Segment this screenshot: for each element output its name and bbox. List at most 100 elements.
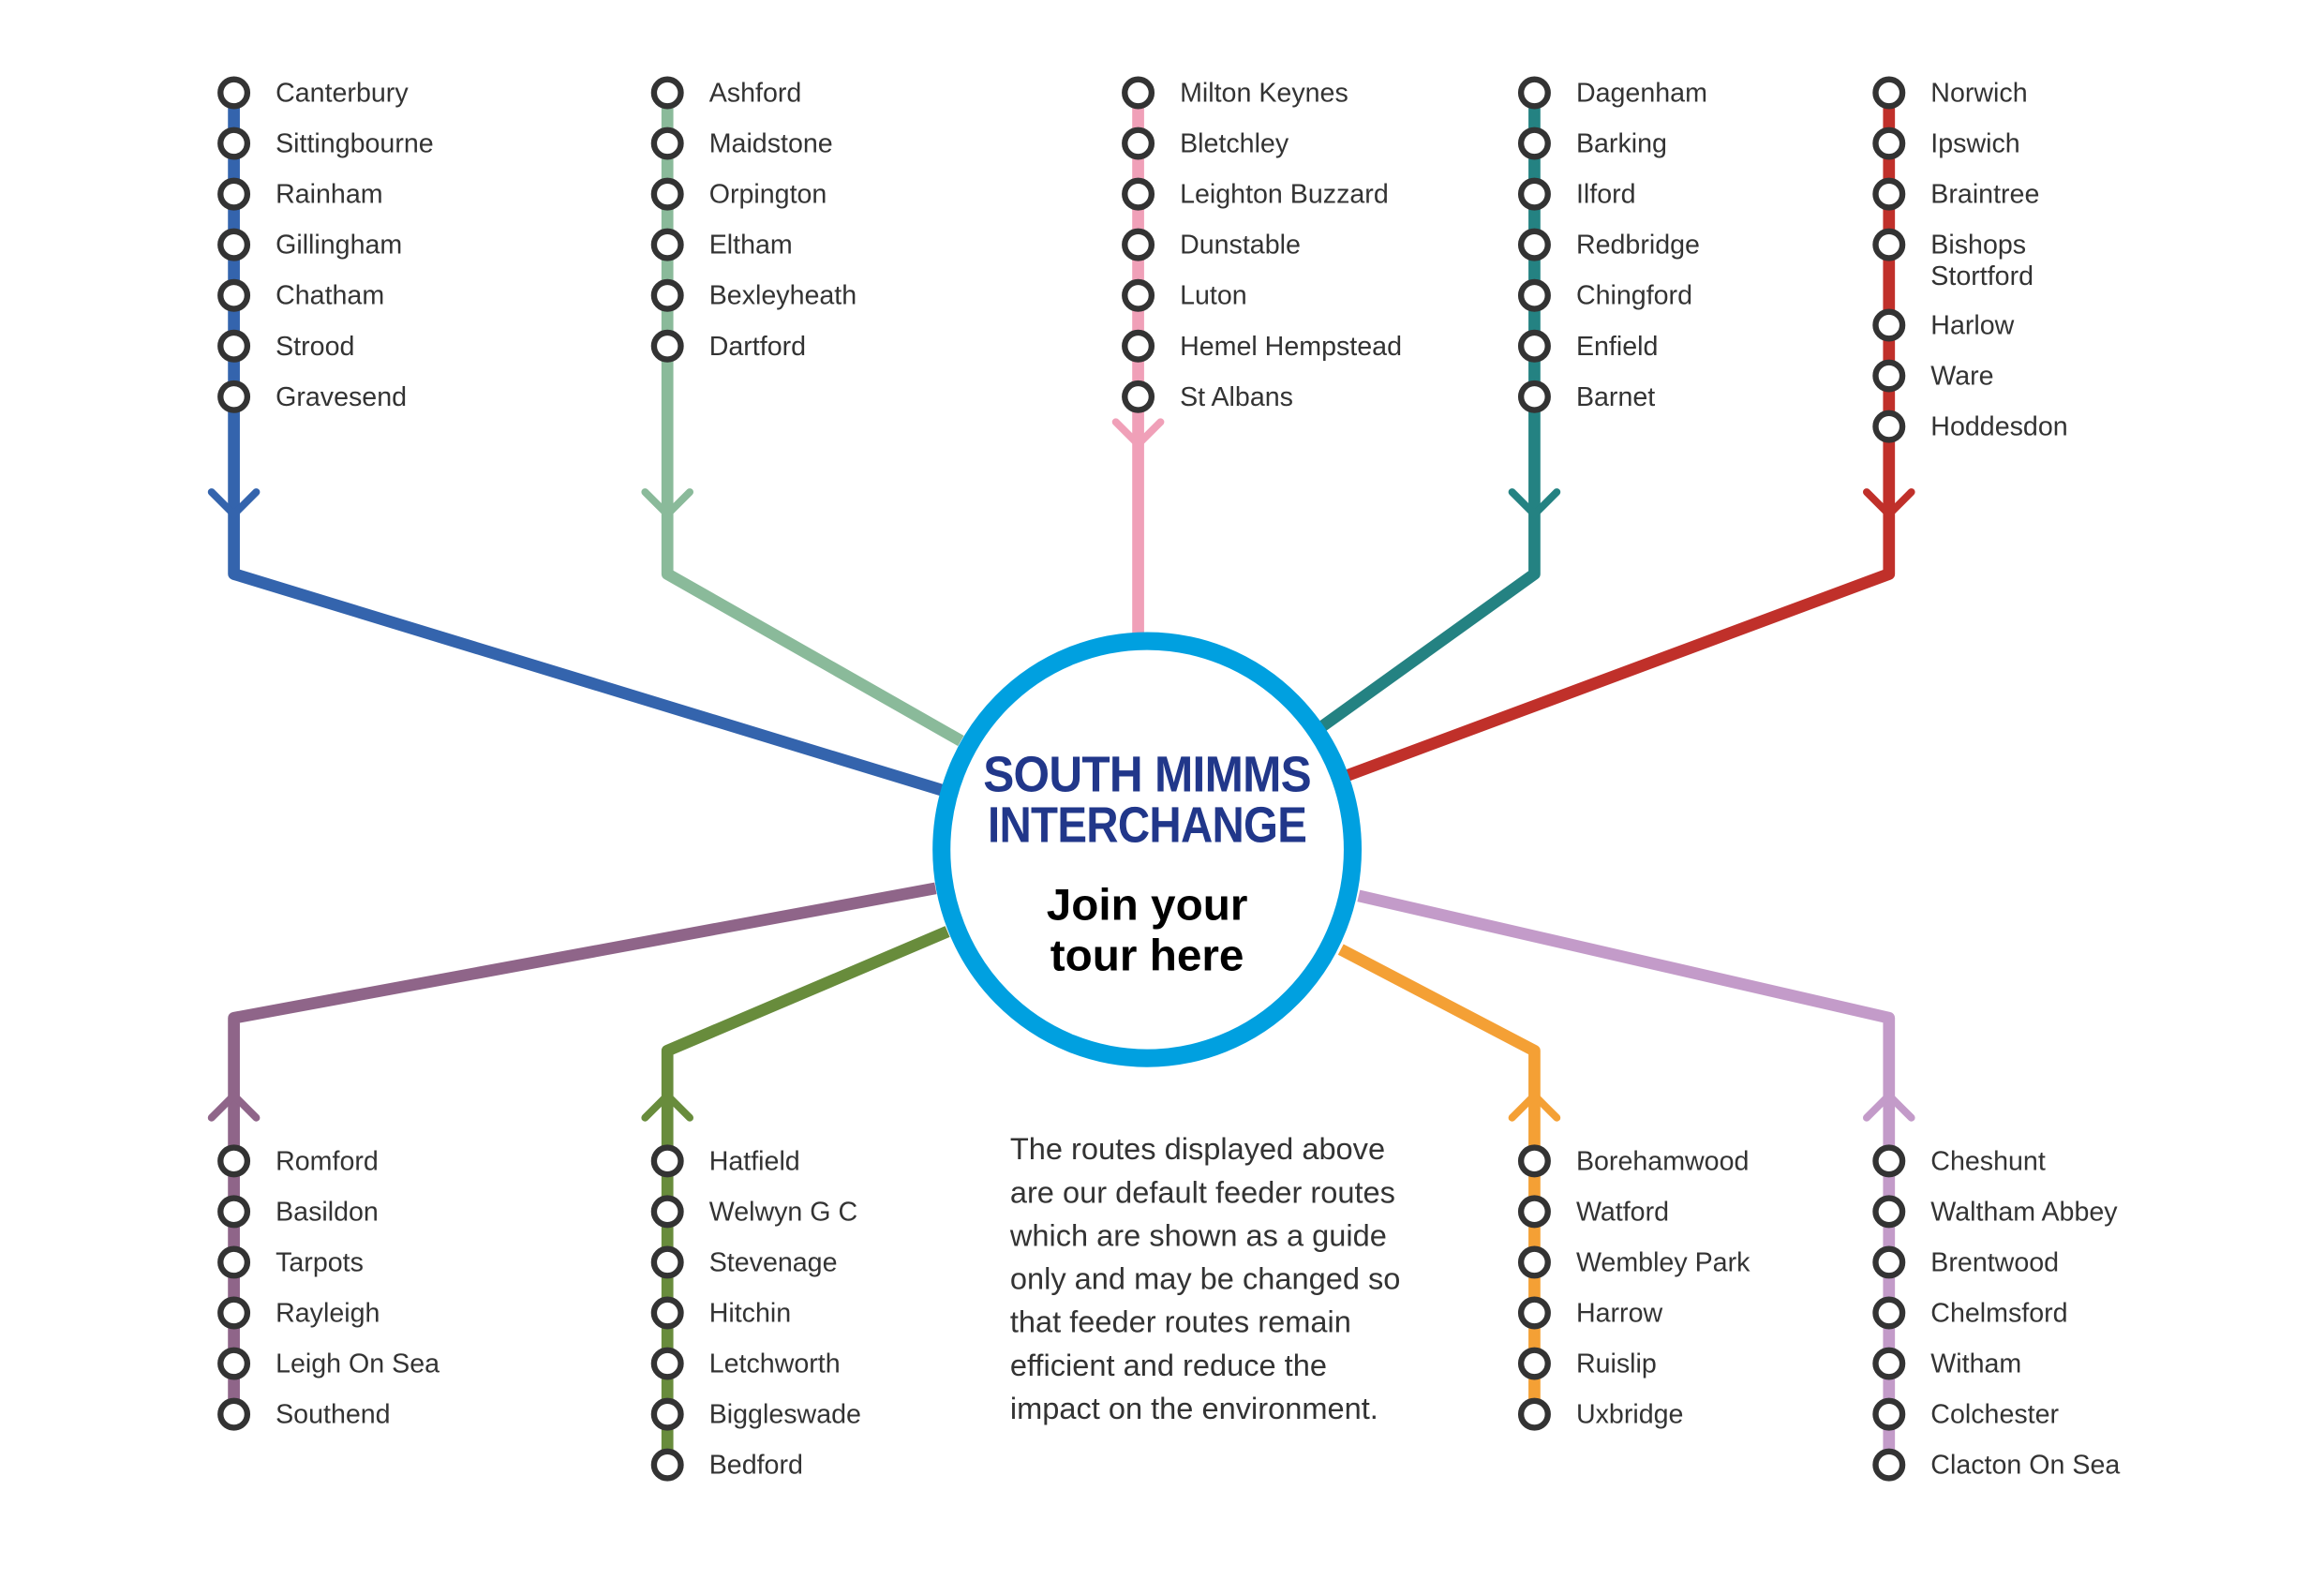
- station-name: Chatham: [276, 281, 384, 311]
- station: Wembley Park: [1517, 1245, 1750, 1279]
- station-marker-icon: [1517, 1347, 1551, 1380]
- station-marker-icon: [1517, 76, 1551, 110]
- station-name: Rainham: [276, 180, 383, 210]
- station-name: Ruislip: [1576, 1349, 1657, 1379]
- station-marker-icon: [650, 1195, 684, 1229]
- station-name: Waltham Abbey: [1930, 1197, 2118, 1227]
- station: Bexleyheath: [650, 278, 857, 312]
- station: Uxbridge: [1517, 1397, 1684, 1431]
- station-name: Redbridge: [1576, 231, 1700, 261]
- station-marker-icon: [1872, 1448, 1906, 1482]
- station: Dagenham: [1517, 76, 1707, 110]
- direction-arrow-icon: [1508, 488, 1561, 520]
- station: Sittingbourne: [217, 127, 434, 160]
- station-name: Hoddesdon: [1930, 412, 2067, 442]
- station-name: Dartford: [709, 332, 806, 362]
- station-name: Letchworth: [709, 1349, 841, 1379]
- direction-arrow-icon: [641, 1090, 694, 1122]
- station: Chelmsford: [1872, 1296, 2068, 1330]
- station-marker-icon: [650, 1245, 684, 1279]
- station-name: Wembley Park: [1576, 1247, 1750, 1277]
- station-marker-icon: [1872, 1195, 1906, 1229]
- station-name: Rayleigh: [276, 1299, 380, 1329]
- station-marker-icon: [1122, 278, 1155, 312]
- station-name: Norwich: [1930, 79, 2027, 109]
- station: Hatfield: [650, 1144, 800, 1178]
- station-marker-icon: [217, 1195, 251, 1229]
- station: Witham: [1872, 1347, 2021, 1380]
- station: Romford: [217, 1144, 379, 1178]
- station-marker-icon: [650, 127, 684, 160]
- station-marker-icon: [1122, 329, 1155, 363]
- note-line: only and may be changed so: [1010, 1262, 1401, 1296]
- station: Chatham: [217, 278, 384, 312]
- station-name: Harlow: [1930, 311, 2014, 341]
- station-name: Bedford: [709, 1451, 803, 1481]
- station: Chingford: [1517, 278, 1692, 312]
- station-name: Tarpots: [276, 1247, 364, 1277]
- station: Ilford: [1517, 177, 1636, 211]
- station-name: Sittingbourne: [276, 129, 434, 159]
- station-name: Welwyn G C: [709, 1197, 857, 1227]
- station-marker-icon: [1872, 410, 1906, 443]
- station: Dartford: [650, 329, 806, 363]
- station: Maidstone: [650, 127, 833, 160]
- station: Brentwood: [1872, 1245, 2059, 1279]
- hub-title-line1: SOUTH MIMMS: [983, 747, 1311, 803]
- station: Bletchley: [1122, 127, 1289, 160]
- station-name: Cheshunt: [1930, 1146, 2046, 1176]
- station-name: Hatfield: [709, 1146, 800, 1176]
- station: Barking: [1517, 127, 1667, 160]
- station-name: Hitchin: [709, 1299, 791, 1329]
- note-line: which are shown as a guide: [1009, 1218, 1387, 1252]
- station-marker-icon: [650, 1448, 684, 1482]
- route-dagenham: DagenhamBarkingIlfordRedbridgeChingfordE…: [1318, 76, 1707, 731]
- direction-arrow-icon: [1862, 1090, 1915, 1122]
- station-marker-icon: [217, 177, 251, 211]
- station-marker-icon: [1122, 228, 1155, 261]
- direction-arrow-icon: [207, 1090, 261, 1122]
- station: Orpington: [650, 177, 827, 211]
- station-marker-icon: [1872, 1397, 1906, 1431]
- station: Gillingham: [217, 228, 402, 261]
- station-marker-icon: [650, 1397, 684, 1431]
- station: Colchester: [1872, 1397, 2060, 1431]
- station: St Albans: [1122, 380, 1293, 413]
- station-marker-icon: [217, 329, 251, 363]
- station-name: Witham: [1930, 1349, 2021, 1379]
- station-name: Gillingham: [276, 231, 402, 261]
- station-name: Chelmsford: [1930, 1299, 2067, 1329]
- station-marker-icon: [217, 380, 251, 413]
- station-name: Strood: [276, 332, 354, 362]
- station-name: Luton: [1180, 281, 1247, 311]
- station-marker-icon: [650, 1144, 684, 1178]
- station-name: Basildon: [276, 1197, 379, 1227]
- station: Norwich: [1872, 76, 2028, 110]
- direction-arrow-icon: [641, 488, 694, 520]
- station-name: Bexleyheath: [709, 281, 857, 311]
- station-name: Stevenage: [709, 1247, 838, 1277]
- station: Bedford: [650, 1448, 803, 1482]
- station-marker-icon: [217, 1347, 251, 1380]
- station: Braintree: [1872, 177, 2039, 211]
- station-marker-icon: [1872, 127, 1906, 160]
- station-marker-icon: [217, 1296, 251, 1330]
- note-line: are our default feeder routes: [1010, 1175, 1395, 1209]
- station-marker-icon: [217, 278, 251, 312]
- station-name: Uxbridge: [1576, 1400, 1684, 1430]
- station: Basildon: [217, 1195, 379, 1229]
- station-name: Harrow: [1576, 1299, 1663, 1329]
- station: Enfield: [1517, 329, 1658, 363]
- station: Borehamwood: [1517, 1144, 1749, 1178]
- direction-arrow-icon: [1508, 1090, 1561, 1122]
- hub-subtitle-line1: Join your: [1047, 880, 1248, 930]
- station-marker-icon: [650, 278, 684, 312]
- station-marker-icon: [1517, 127, 1551, 160]
- hub-title-line2: INTERCHANGE: [988, 797, 1306, 854]
